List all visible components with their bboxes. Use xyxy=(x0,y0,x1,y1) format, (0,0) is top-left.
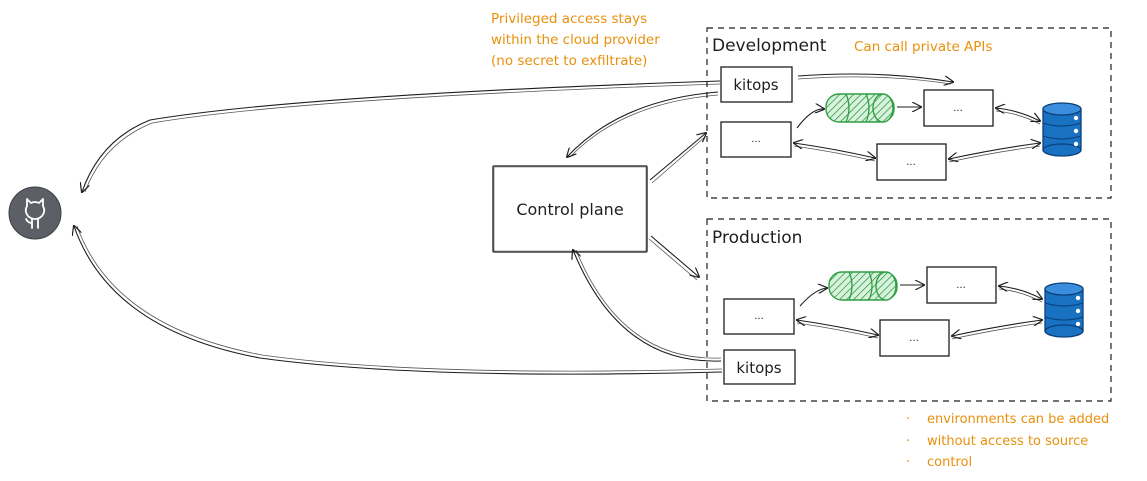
svg-text:...: ... xyxy=(909,333,919,344)
svg-text:...: ... xyxy=(754,311,764,322)
production-environment: Production ... ... ... xyxy=(706,218,1112,402)
svg-text:...: ... xyxy=(751,134,761,145)
dev-service-b: ... xyxy=(923,89,994,127)
dev-kitops-agent: kitops xyxy=(720,66,793,103)
svg-text:·: · xyxy=(906,412,910,427)
dev-service-a: ... xyxy=(720,121,792,158)
dev-connections xyxy=(794,73,1040,162)
dev-queue-icon xyxy=(825,93,895,123)
control-plane-label: Control plane xyxy=(516,200,623,219)
svg-text:·: · xyxy=(906,434,910,449)
svg-text:·: · xyxy=(906,455,910,470)
private-apis-note: Can call private APIs xyxy=(854,39,992,55)
prod-service-b: ... xyxy=(926,266,997,304)
dev-database-icon xyxy=(1042,102,1082,157)
control-plane: Control plane xyxy=(492,165,648,253)
prod-database-icon xyxy=(1044,282,1084,338)
svg-text:(no secret to exfiltrate): (no secret to exfiltrate) xyxy=(491,53,647,69)
svg-text:...: ... xyxy=(906,157,916,168)
prod-service-c: ... xyxy=(879,319,950,357)
svg-text:...: ... xyxy=(956,280,966,291)
development-environment: Development Can call private APIs kitops… xyxy=(706,27,1112,199)
svg-text:...: ... xyxy=(953,103,963,114)
prod-queue-icon xyxy=(828,271,898,301)
svg-text:without access to source: without access to source xyxy=(927,434,1088,449)
svg-text:kitops: kitops xyxy=(736,359,781,377)
prod-service-a: ... xyxy=(723,298,795,335)
production-title: Production xyxy=(712,228,802,248)
environment-notes: · environments can be added · without ac… xyxy=(906,412,1109,470)
svg-text:kitops: kitops xyxy=(733,76,778,94)
svg-text:control: control xyxy=(927,455,972,470)
svg-text:environments can be added: environments can be added xyxy=(927,412,1109,427)
prod-connections xyxy=(797,285,1042,339)
svg-text:within the cloud provider: within the cloud provider xyxy=(491,32,660,48)
dev-service-c: ... xyxy=(876,143,947,181)
development-title: Development xyxy=(712,36,827,56)
svg-text:Privileged access stays: Privileged access stays xyxy=(491,11,647,27)
github-icon xyxy=(8,186,62,240)
cross-connections xyxy=(74,80,723,375)
privileged-access-note: Privileged access stays within the cloud… xyxy=(491,11,660,69)
prod-kitops-agent: kitops xyxy=(723,349,796,385)
